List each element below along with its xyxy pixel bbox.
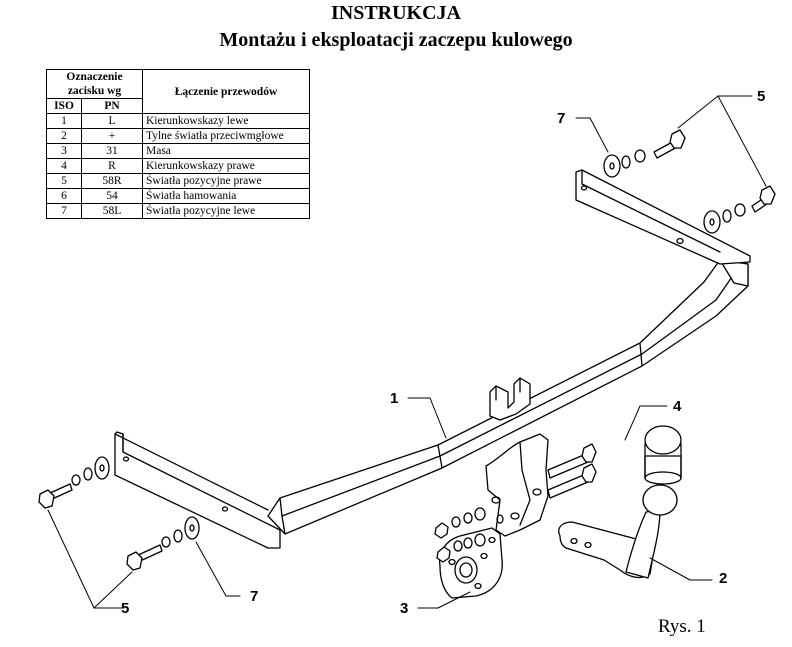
callout-7-bottom: 7 (250, 588, 259, 605)
cell-desc: Światła pozycyjne lewe (142, 203, 310, 219)
callout-1: 1 (390, 390, 399, 407)
cell-desc: Kierunkowskazy prawe (142, 158, 310, 174)
cell-desc: Światła pozycyjne prawe (142, 173, 310, 189)
ball-mount-bolts (547, 443, 597, 499)
wiring-table: Oznaczenie zacisku wg Łączenie przewodów… (46, 69, 310, 219)
right-mounting-bracket (575, 169, 751, 265)
table-row: 7 58L Światła pozycyjne lewe (46, 203, 310, 219)
cell-desc: Kierunkowskazy lewe (142, 113, 310, 129)
document-subtitle: Montażu i eksploatacji zaczepu kulowego (219, 29, 573, 51)
left-mounting-bracket (114, 431, 281, 549)
callout-5-top: 5 (757, 88, 766, 105)
socket-fasteners (434, 507, 504, 563)
callout-5-bottom: 5 (121, 600, 130, 617)
callout-3: 3 (400, 600, 409, 617)
leader-lines (47, 95, 767, 609)
table-row: 4 R Kierunkowskazy prawe (46, 158, 310, 174)
table-row: 2 + Tylne światła przeciwmgłowe (46, 128, 310, 144)
document-title: INSTRUKCJA (330, 2, 462, 24)
socket-plate (439, 527, 503, 599)
header-group: Oznaczenie zacisku wg (46, 69, 143, 99)
center-top-bracket (489, 377, 531, 421)
right-top-fasteners (603, 129, 776, 234)
header-pn: PN (81, 98, 143, 114)
crossbar-beam (267, 259, 749, 535)
callout-7-top: 7 (557, 110, 566, 127)
ball-mount-bracket (485, 433, 549, 537)
figure-caption: Rys. 1 (658, 616, 706, 637)
table-row: 5 58R Światła pozycyjne prawe (46, 173, 310, 189)
tow-ball-arm (558, 425, 682, 579)
callout-4: 4 (673, 398, 682, 415)
callout-2: 2 (719, 570, 728, 587)
left-fasteners (38, 456, 200, 571)
cell-pn: 58L (81, 203, 143, 219)
cell-pn: 58R (81, 173, 143, 189)
header-desc: Łączenie przewodów (142, 69, 310, 114)
